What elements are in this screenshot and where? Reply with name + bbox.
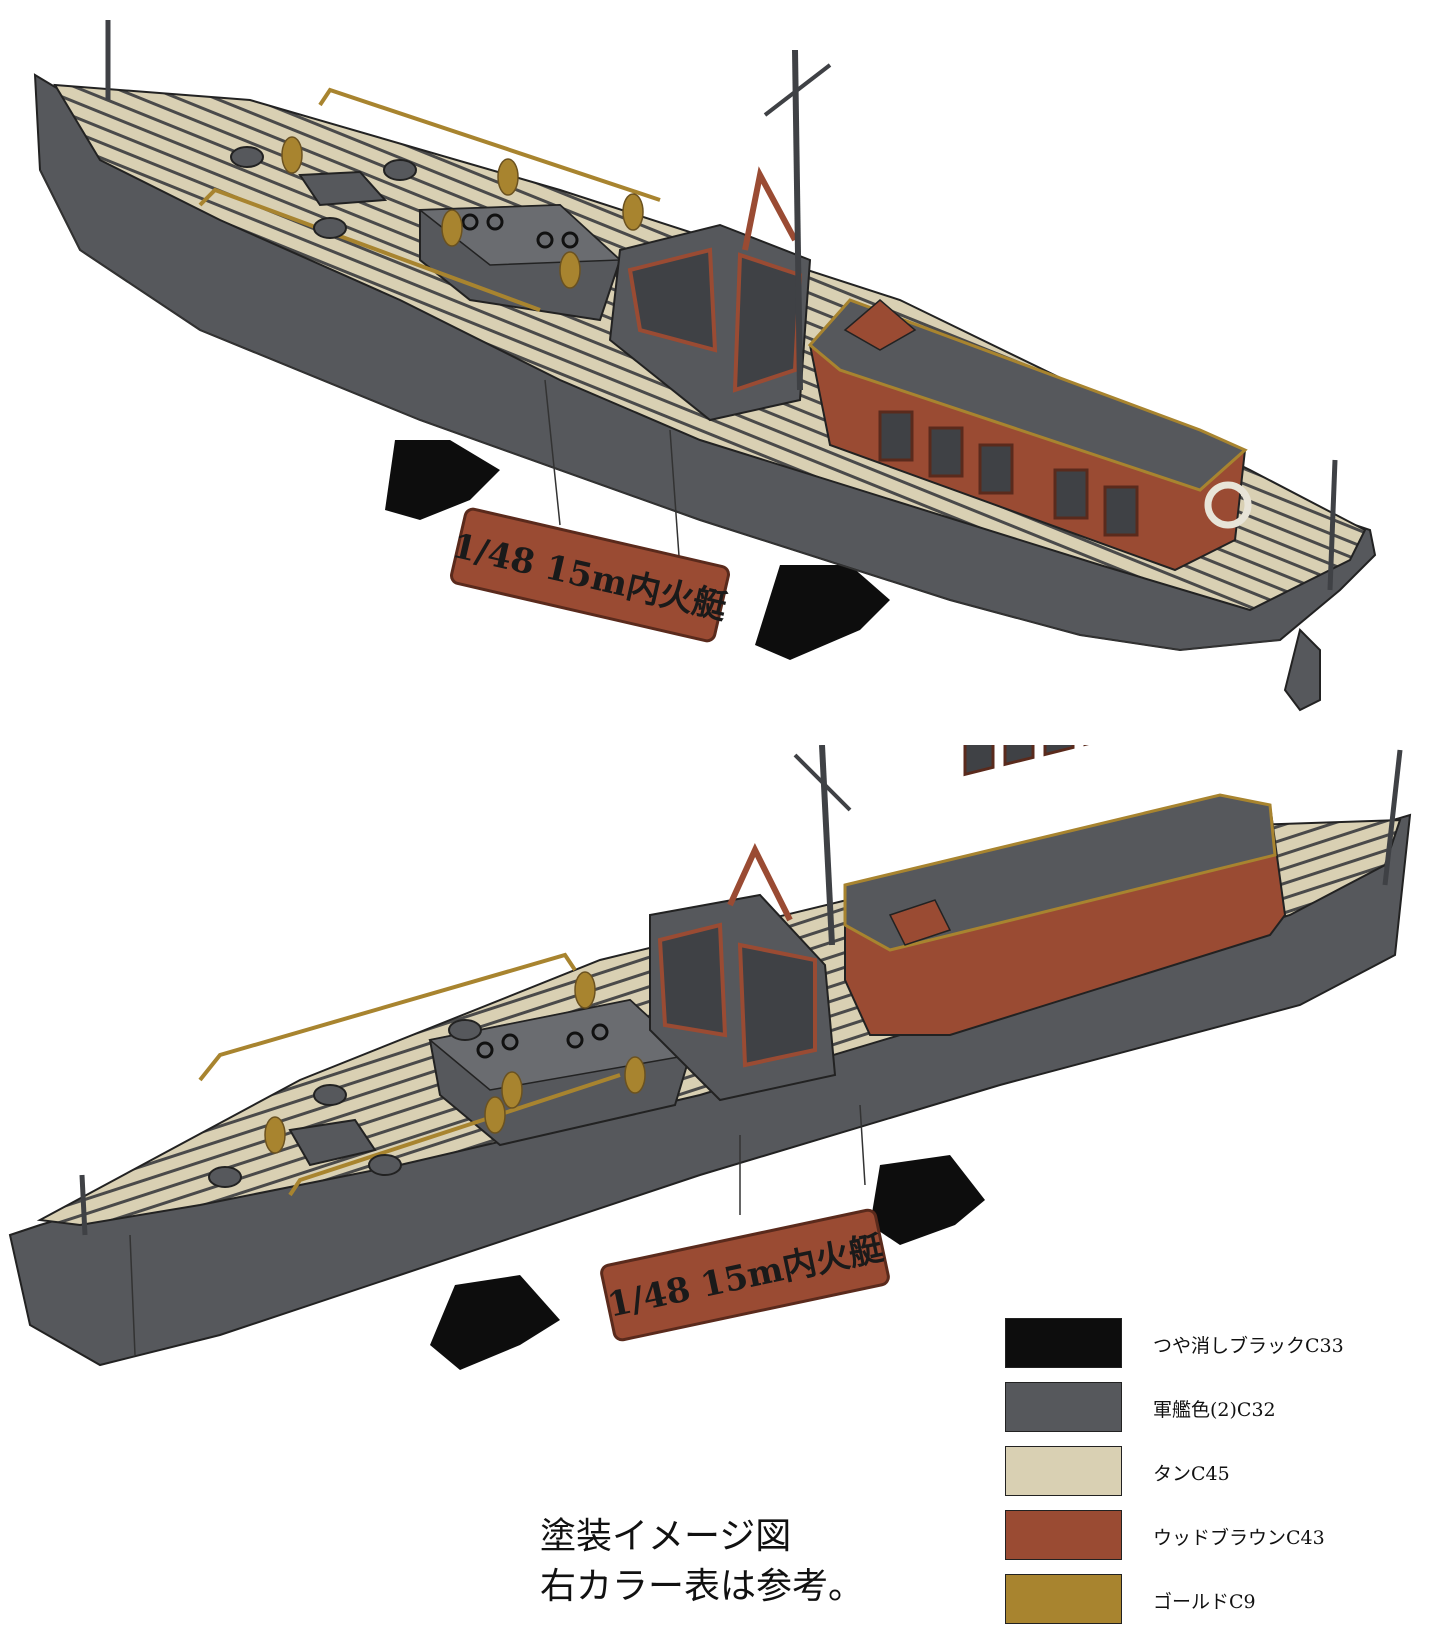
caption-line-1: 塗装イメージ図 xyxy=(540,1516,792,1557)
handrails xyxy=(198,87,661,312)
mast xyxy=(105,20,1338,591)
mast-bottom xyxy=(79,745,1403,1236)
boat-illustration-top: 1/48 15m内火艇 xyxy=(33,20,1377,712)
legend-label: ウッドブラウンC43 xyxy=(1153,1527,1325,1549)
passenger-cabin-bottom xyxy=(843,745,1287,1036)
wheelhouse-bottom xyxy=(649,843,837,1102)
legend-item-gold: ゴールドC9 xyxy=(1005,1574,1425,1626)
bow-flagstaff-bottom xyxy=(79,1174,88,1236)
display-stand-rear xyxy=(755,565,890,660)
stern-flagstaff-bottom xyxy=(1382,749,1403,886)
legend-swatch xyxy=(1005,1446,1122,1496)
display-stand-front-bottom xyxy=(430,1275,560,1370)
hatches xyxy=(230,146,417,239)
legend-label: ゴールドC9 xyxy=(1153,1591,1256,1613)
legend-item-tan: タンC45 xyxy=(1005,1446,1425,1498)
display-stand-rear-bottom xyxy=(870,1155,985,1245)
display-stand-front xyxy=(385,440,500,520)
boat-render-bottom: 1/48 15m内火艇 xyxy=(0,745,1445,1465)
legend-label: タンC45 xyxy=(1153,1463,1230,1485)
handrails-bottom xyxy=(198,952,621,1197)
name-plaque-bottom: 1/48 15m内火艇 xyxy=(600,1208,890,1342)
life-ring xyxy=(1204,481,1252,529)
ventilators-bottom xyxy=(264,971,646,1154)
legend-swatch xyxy=(1005,1574,1122,1624)
boat-illustration-bottom: 1/48 15m内火艇 xyxy=(8,745,1412,1370)
legend-item-wood-brown: ウッドブラウンC43 xyxy=(1005,1510,1425,1562)
legend-item-warship-gray: 軍艦色(2)C32 xyxy=(1005,1382,1425,1434)
legend-label: つや消しブラックC33 xyxy=(1153,1335,1344,1357)
rudder xyxy=(1283,628,1321,712)
ventilators xyxy=(281,136,644,289)
caption-line-2: 右カラー表は参考。 xyxy=(540,1566,865,1607)
legend-swatch xyxy=(1005,1510,1122,1560)
legend-swatch xyxy=(1005,1382,1122,1432)
wheelhouse xyxy=(608,166,812,422)
legend-label: 軍艦色(2)C32 xyxy=(1153,1399,1276,1421)
legend-swatch xyxy=(1005,1318,1122,1368)
name-plaque-top: 1/48 15m内火艇 xyxy=(448,507,731,643)
hatches-bottom xyxy=(208,1019,482,1188)
caption: 塗装イメージ図 右カラー表は参考。 xyxy=(540,1512,864,1612)
boat-render-top: 1/48 15m内火艇 xyxy=(0,0,1445,720)
stern-flagstaff xyxy=(1327,459,1338,591)
passenger-cabin xyxy=(807,298,1252,572)
legend-item-flat-black: つや消しブラックC33 xyxy=(1005,1318,1425,1370)
